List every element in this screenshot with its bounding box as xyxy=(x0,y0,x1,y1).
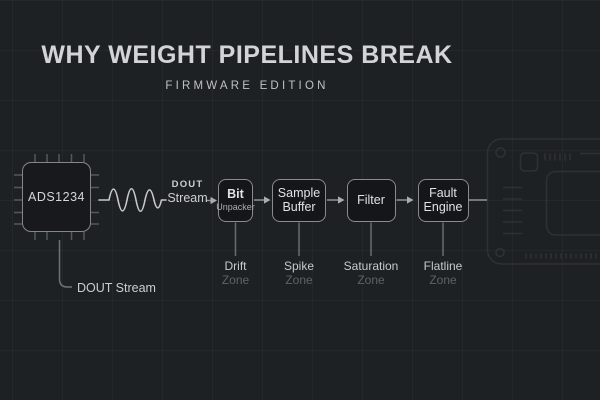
stage-sublabel: Unpacker xyxy=(216,202,255,212)
zone-suffix: Zone xyxy=(285,273,313,287)
zone-label-flatline: Flatline Zone xyxy=(398,259,488,287)
stage-label: Sample xyxy=(277,186,321,200)
zone-label-saturation: Saturation Zone xyxy=(326,259,416,287)
zone-name: Flatline xyxy=(423,259,463,273)
pipeline-stage-sample-buffer: Sample Buffer xyxy=(272,178,326,222)
zone-connectors xyxy=(234,222,444,256)
stage-label: Bit xyxy=(227,187,244,201)
chip-dout-connector xyxy=(58,240,72,288)
chip-output-label: DOUT Stream xyxy=(77,281,156,295)
zone-name: Spike xyxy=(283,259,315,273)
zone-suffix: Zone xyxy=(357,273,385,287)
stage-label: Filter xyxy=(357,193,385,207)
page-title: WHY WEIGHT PIPELINES BREAK xyxy=(41,41,453,69)
pipeline-stage-fault-engine: Fault Engine xyxy=(417,178,469,222)
pcb-board-icon xyxy=(486,138,600,265)
zone-name: Saturation xyxy=(343,259,399,273)
adc-chip: ADS1234 xyxy=(22,162,91,232)
pipeline-stage-bit-unpacker: Bit Unpacker xyxy=(216,178,255,222)
page-subtitle: FIRMWARE EDITION xyxy=(165,80,329,92)
dout-stream-label-line1: DOUT xyxy=(171,179,204,190)
pipeline-stage-filter: Filter xyxy=(346,178,396,222)
dout-stream-label-line2: Stream xyxy=(167,191,208,205)
dout-stream-label: DOUT Stream xyxy=(160,180,215,205)
zone-suffix: Zone xyxy=(429,273,457,287)
adc-chip-label: ADS1234 xyxy=(27,190,85,204)
zone-name: Drift xyxy=(224,259,247,273)
signal-wave-icon xyxy=(98,187,167,213)
stage-label: Fault xyxy=(429,186,457,200)
stage-sublabel: Buffer xyxy=(282,200,316,214)
zone-label-drift: Drift Zone xyxy=(191,259,281,287)
stage-sublabel: Engine xyxy=(423,200,463,214)
zone-label-spike: Spike Zone xyxy=(254,259,344,287)
zone-suffix: Zone xyxy=(221,273,250,287)
